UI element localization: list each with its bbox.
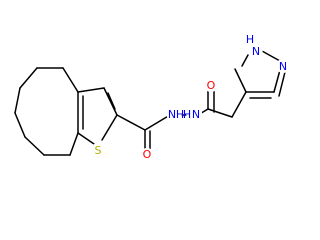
oxygen-label-left: O bbox=[143, 148, 152, 161]
oxygen-label-right: O bbox=[207, 79, 216, 92]
nitrogen-label-right: N bbox=[192, 108, 200, 121]
atom-labels: S O N H N H O H N N bbox=[91, 33, 290, 162]
pyrazole-n-label-right: N bbox=[279, 60, 287, 73]
bond bbox=[101, 114, 118, 141]
hydrogen-label-left: H bbox=[176, 108, 184, 121]
pyrazole-nh-nitrogen: H N bbox=[246, 33, 263, 58]
pyrazole-ring bbox=[234, 50, 286, 99]
hydrazide-linker bbox=[116, 90, 247, 151]
molecule-structure: S O N H N H O H N N bbox=[14, 33, 290, 162]
nitrogen-label-left: N bbox=[168, 108, 176, 121]
bond bbox=[144, 114, 171, 131]
hydrazide-nitrogen-right: N H bbox=[183, 105, 202, 121]
bond bbox=[62, 67, 79, 93]
hydrogen-label-right: H bbox=[183, 108, 191, 121]
bond bbox=[14, 112, 26, 138]
bond bbox=[19, 67, 38, 89]
bond bbox=[116, 114, 146, 131]
bond bbox=[261, 50, 281, 62]
bond bbox=[273, 69, 281, 93]
carbonyl-oxygen-right: O bbox=[204, 78, 218, 92]
sulfur-atom: S bbox=[91, 143, 105, 157]
pyrazole-h-label: H bbox=[246, 33, 254, 46]
bond bbox=[107, 92, 116, 110]
hydrazide-nitrogen-left: N H bbox=[166, 105, 184, 121]
sulfur-label: S bbox=[95, 144, 102, 157]
bond bbox=[14, 87, 21, 114]
bond bbox=[24, 136, 45, 156]
bond bbox=[278, 71, 286, 97]
bond bbox=[103, 87, 118, 116]
pyrazole-nitrogen-right: N bbox=[276, 59, 290, 73]
bond bbox=[231, 91, 247, 118]
bond bbox=[77, 132, 95, 145]
bond bbox=[207, 108, 233, 118]
cyclooctane-ring bbox=[14, 67, 79, 156]
bond bbox=[77, 87, 105, 93]
bond bbox=[69, 132, 79, 156]
pyrazole-n-label-top: N bbox=[252, 45, 260, 58]
carbonyl-oxygen-left: O bbox=[140, 148, 154, 162]
bond bbox=[234, 68, 247, 93]
thiophene-ring bbox=[77, 87, 118, 145]
bond bbox=[241, 54, 249, 67]
